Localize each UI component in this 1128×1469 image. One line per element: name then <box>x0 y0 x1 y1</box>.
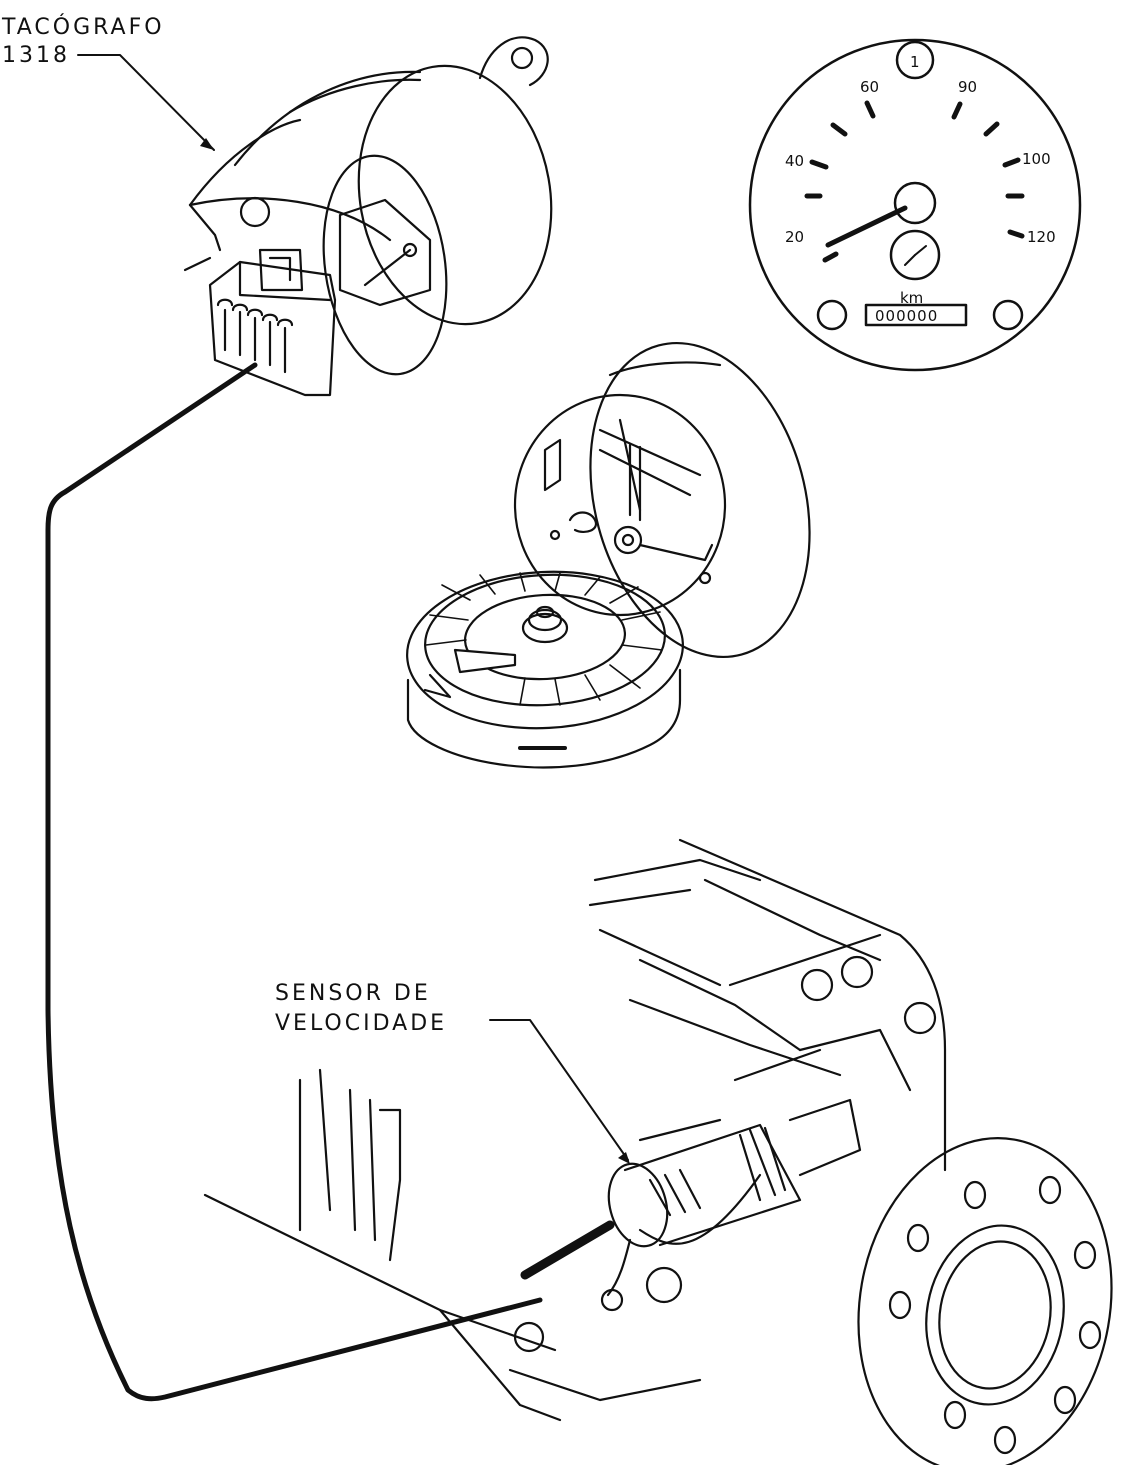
sensor-label-line2: VELOCIDADE <box>275 1011 447 1036</box>
dial-speed-label: 90 <box>958 78 977 96</box>
dial-unit-label: km <box>900 289 923 307</box>
odometer-window <box>864 303 968 327</box>
dial-top-marker-label: 1 <box>910 53 920 71</box>
tachograph-leader-arrow <box>200 138 214 150</box>
odometer-value: 000000 <box>875 307 938 325</box>
dial-top-marker <box>895 40 935 80</box>
cable-end-sleeve <box>520 1220 615 1280</box>
clock-hand <box>914 245 927 256</box>
sensor-label: SENSOR DE VELOCIDADE <box>275 981 630 1164</box>
dial-speed-label: 100 <box>1022 150 1051 168</box>
output-flange <box>857 1137 1113 1469</box>
sensor-leader-line <box>489 1019 629 1161</box>
dial-needle <box>825 205 908 248</box>
dial-left-knob <box>816 299 848 331</box>
tachograph-open-housing <box>513 341 811 659</box>
clock-hand <box>904 254 916 266</box>
dial-outer-ring <box>748 38 1082 372</box>
tachograph-label: TACÓGRAFO 1318 <box>1 14 215 151</box>
dial-speed-label: 60 <box>860 78 879 96</box>
speedometer-dial: 1 20 40 60 90 100 120 <box>748 38 1082 372</box>
dial-ticks <box>804 100 1025 263</box>
dial-speed-label: 20 <box>785 228 804 246</box>
sensor-label-line1: SENSOR DE <box>275 981 431 1006</box>
tachograph-leader-line <box>77 54 215 151</box>
speed-cable <box>45 362 543 1402</box>
tachograph-label-line1: TACÓGRAFO <box>1 14 165 40</box>
dial-right-knob <box>992 299 1024 331</box>
gearbox-housing <box>203 838 947 1422</box>
tachograph-unit <box>183 36 553 397</box>
dial-needle-hub <box>893 181 937 225</box>
chart-disc-tray <box>406 570 684 769</box>
tachograph-label-line2: 1318 <box>2 43 70 68</box>
dial-speed-label: 120 <box>1027 228 1056 246</box>
speed-sensor <box>600 1098 862 1312</box>
sensor-leader-arrow <box>618 1152 630 1164</box>
dial-speed-label: 40 <box>785 152 804 170</box>
dial-clock <box>889 229 941 281</box>
